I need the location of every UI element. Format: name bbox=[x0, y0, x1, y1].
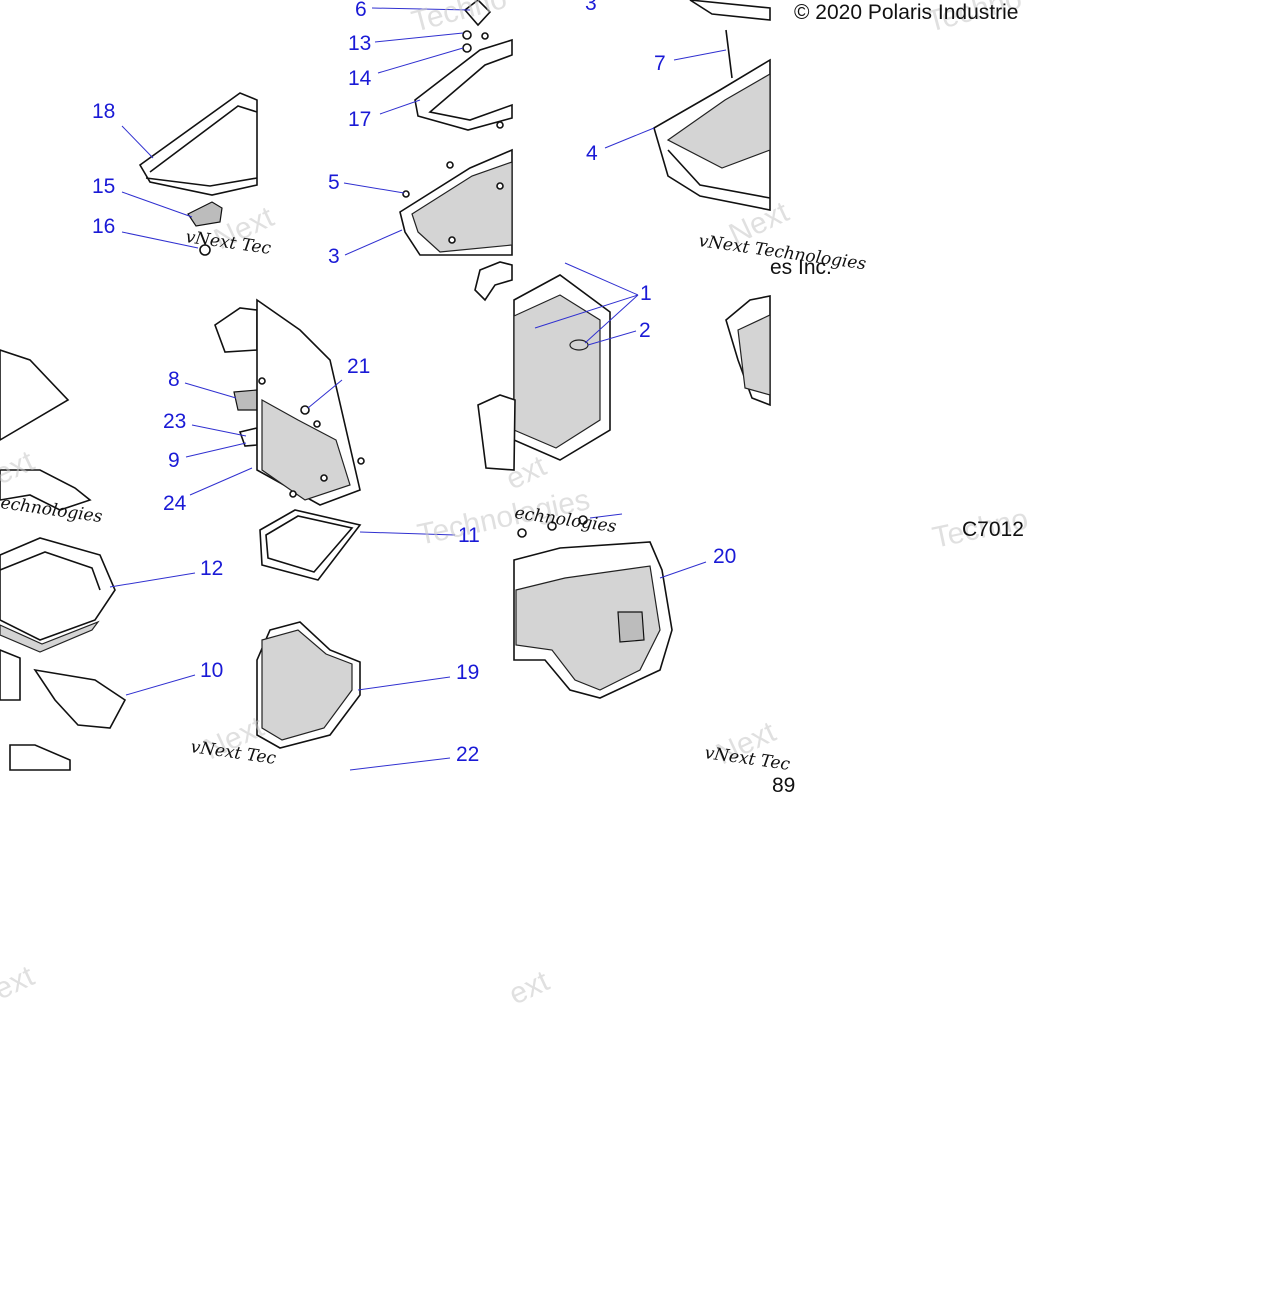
tub-4 bbox=[653, 58, 771, 211]
callout-1: 1 bbox=[640, 282, 652, 305]
screws-bottom-right bbox=[517, 515, 588, 538]
callout-22: 22 bbox=[456, 743, 479, 766]
leader-lines bbox=[109, 7, 727, 771]
callout-8: 8 bbox=[168, 368, 180, 391]
callout-23: 23 bbox=[163, 410, 186, 433]
callout-21: 21 bbox=[347, 355, 370, 378]
callout-3b: 3 bbox=[328, 245, 340, 268]
page-number-fragment: 89 bbox=[772, 774, 795, 797]
callout-14: 14 bbox=[348, 67, 372, 90]
callout-3: 3 bbox=[585, 0, 597, 15]
tub-edge-top bbox=[689, 0, 771, 21]
tub-19 bbox=[256, 621, 361, 749]
gasket-17 bbox=[414, 38, 513, 131]
callout-18: 18 bbox=[92, 100, 115, 123]
watermark-ext-1: ext bbox=[0, 959, 40, 1006]
watermark-ext-2: ext bbox=[504, 964, 555, 1011]
screws-top-middle bbox=[402, 0, 504, 244]
copyright-fragment: es Inc. bbox=[770, 256, 832, 279]
callout-13: 13 bbox=[348, 32, 371, 55]
figure-code: C7012 bbox=[962, 518, 1024, 541]
tub-1 bbox=[477, 274, 611, 471]
credit-fragments: vNext Tec vNext Technologies vNext Tec v… bbox=[0, 227, 868, 775]
rack-21 bbox=[256, 298, 361, 506]
callout-16: 16 bbox=[92, 215, 115, 238]
callout-12: 12 bbox=[200, 557, 223, 580]
handle-bracket-left bbox=[0, 307, 258, 511]
callout-9: 9 bbox=[168, 449, 180, 472]
callout-19: 19 bbox=[456, 661, 479, 684]
callout-17: 17 bbox=[348, 108, 371, 131]
lid-12 bbox=[0, 537, 116, 653]
lid-half-left bbox=[0, 349, 70, 441]
frame-20 bbox=[513, 541, 673, 699]
frame-bracket-top bbox=[474, 261, 513, 302]
lid-assembly-18 bbox=[138, 92, 258, 196]
callout-5: 5 bbox=[328, 171, 340, 194]
callout-2: 2 bbox=[639, 319, 651, 342]
seal-11 bbox=[259, 509, 362, 581]
callout-7: 7 bbox=[654, 52, 666, 75]
copyright-text: © 2020 Polaris Industrie bbox=[794, 1, 1018, 24]
callout-15: 15 bbox=[92, 175, 115, 198]
tray-3 bbox=[399, 148, 513, 256]
callout-6: 6 bbox=[355, 0, 367, 21]
cap-2 bbox=[569, 339, 589, 351]
callout-10: 10 bbox=[200, 659, 223, 682]
latch-15 bbox=[187, 201, 223, 256]
callout-24: 24 bbox=[163, 492, 187, 515]
side-bracket-right bbox=[725, 295, 771, 407]
callout-20: 20 bbox=[713, 545, 736, 568]
callout-labels: 6 3 13 14 17 5 3 7 4 18 15 16 8 23 9 24 … bbox=[92, 0, 736, 766]
screws-middle bbox=[258, 377, 365, 498]
callout-11: 11 bbox=[458, 524, 480, 547]
hinge-bracket-10 bbox=[0, 649, 127, 771]
strap-7 bbox=[725, 29, 733, 79]
callout-4: 4 bbox=[586, 142, 598, 165]
